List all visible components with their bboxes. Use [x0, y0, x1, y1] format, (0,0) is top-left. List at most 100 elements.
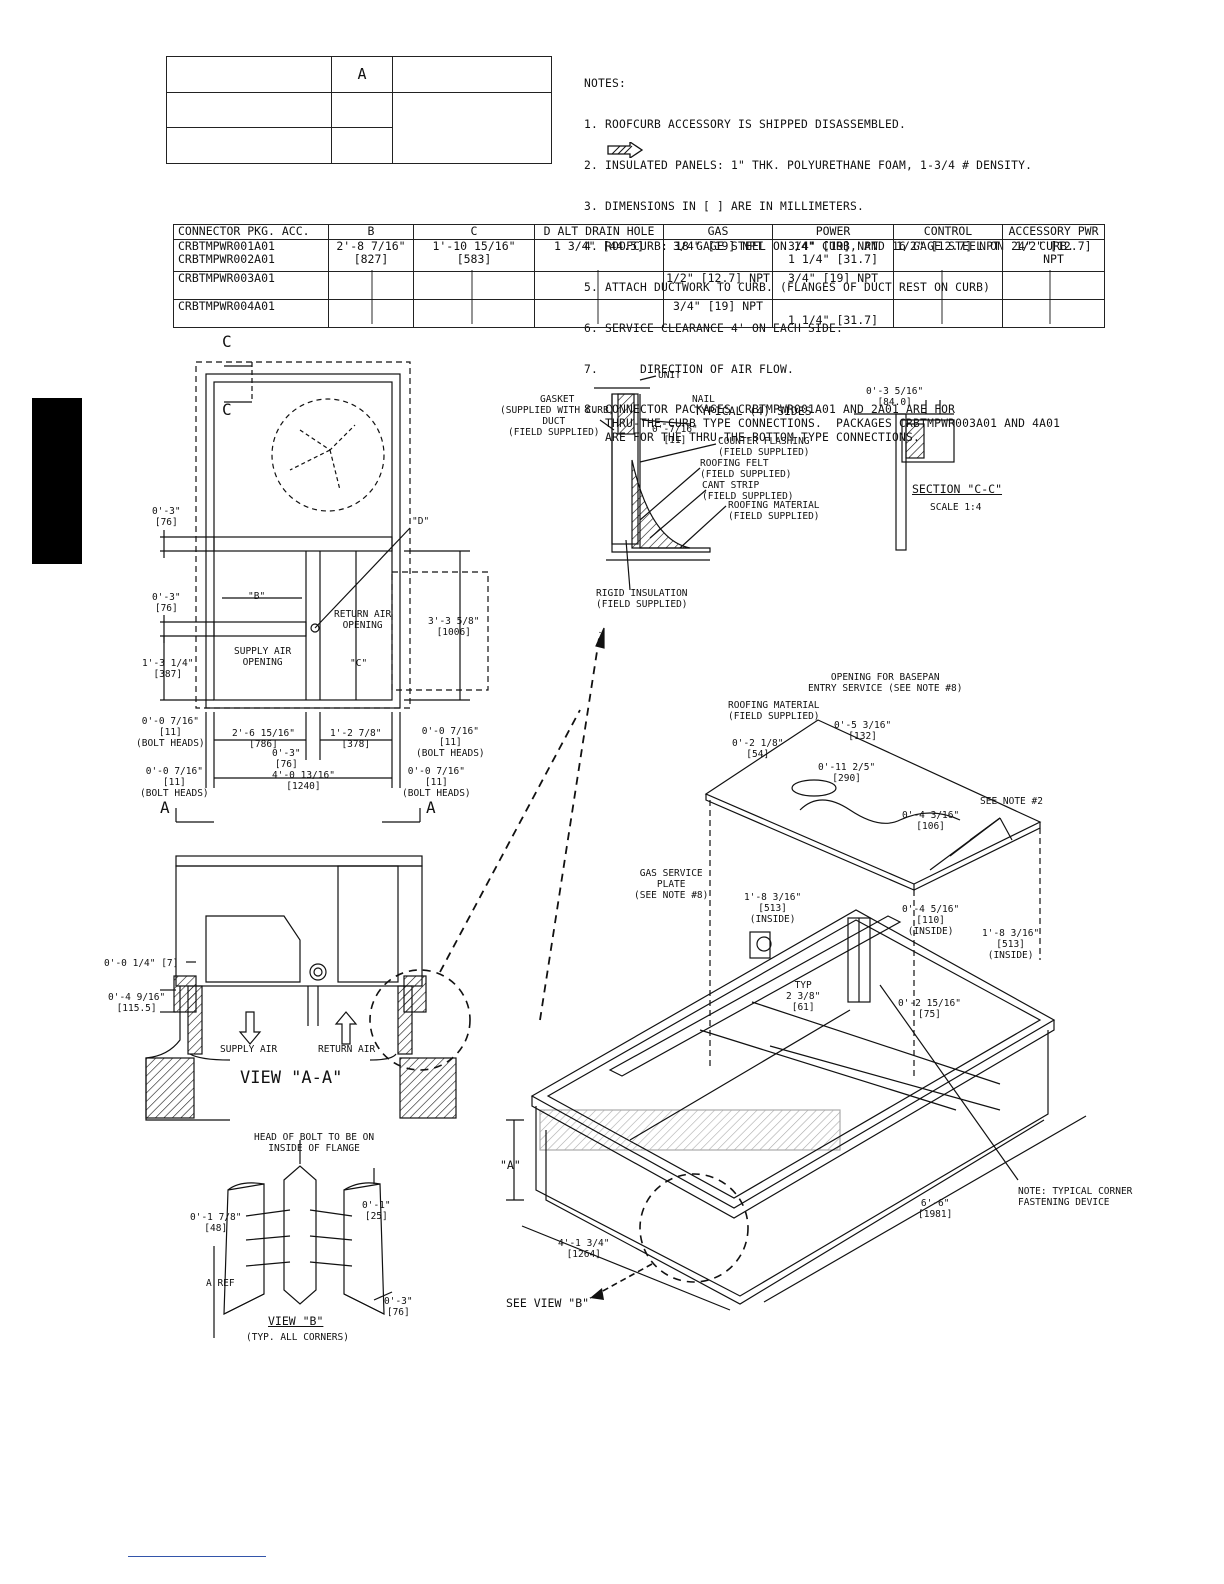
flash-label: GASKET (SUPPLIED WITH CURB) [500, 394, 615, 416]
section-cc-scale: SCALE 1:4 [930, 502, 982, 513]
iso-label: GAS SERVICE PLATE (SEE NOTE #8) [634, 868, 709, 901]
dimension-table: A [166, 56, 552, 165]
flash-label: DUCT (FIELD SUPPLIED) [508, 416, 600, 438]
view-aa-title: VIEW "A-A" [240, 1068, 343, 1088]
flashing-detail [594, 375, 727, 591]
conn-cell: 1 1/4" [31.7] [772, 299, 894, 328]
view-b [213, 1140, 393, 1338]
iso-label: SEE NOTE #2 [980, 796, 1043, 807]
dim-table-cell [392, 91, 552, 165]
note-item: 3. DIMENSIONS IN [ ] ARE IN MILLIMETERS. [584, 199, 865, 213]
conn-cell: 1 3/4" [44.5] [534, 239, 664, 272]
plan-dim: 4'-0 13/16" [1240] [272, 770, 335, 792]
conn-cell: CRBTMPWR003A01 [173, 271, 329, 300]
note-item: 1. ROOFCURB ACCESSORY IS SHIPPED DISASSE… [584, 117, 907, 131]
detail-leader-line [539, 631, 601, 1021]
flash-label: NAIL [692, 394, 715, 405]
flash-label: UNIT [658, 370, 681, 381]
iso-label: ROOFING MATERIAL (FIELD SUPPLIED) [728, 700, 820, 722]
conn-cell [893, 299, 1003, 328]
section-a-left: A [160, 798, 170, 817]
view-b-arrow [590, 1288, 604, 1300]
iso-view [506, 719, 1087, 1311]
iso-label: 6'-6" [1981] [918, 1198, 953, 1220]
dim-table-cell [166, 127, 332, 164]
conn-cell: 1/2" [12.7] NPT [1002, 239, 1105, 272]
note-item: 8. CONNECTOR PACKAGES CRBTMPWR001A01 AND… [584, 403, 1061, 444]
notes-heading: NOTES: [584, 77, 627, 91]
plan-dim: 0'-0 7/16" [11] (BOLT HEADS) [136, 716, 205, 749]
view-aa-dim: 0'-4 9/16" [115.5] [108, 992, 166, 1014]
view-aa-dim: 0'-0 1/4" [7] [104, 958, 179, 969]
conn-cell: 3/4" [19] NPT 1 1/4" [31.7] [772, 239, 894, 272]
view-b-subtitle: (TYP. ALL CORNERS) [246, 1332, 349, 1343]
conn-cell [1002, 271, 1105, 300]
table-arrow-lines [371, 270, 1051, 324]
section-cc-dim: 0'-3 5/16" [84.0] [866, 386, 924, 408]
conn-cell [534, 299, 664, 328]
conn-cell: 1'-10 15/16" [583] [413, 239, 535, 272]
dim-table-cell [166, 91, 332, 129]
plan-dim: 1'-2 7/8" [378] [330, 728, 382, 750]
iso-label: 0'-4 5/16" [110] (INSIDE) [902, 904, 960, 937]
note-item: 7. DIRECTION OF AIR FLOW. [584, 362, 795, 376]
b-label: "B" [248, 591, 266, 602]
section-cc-title: SECTION "C-C" [912, 482, 1003, 496]
iso-label: 4'-1 3/4" [1264] [558, 1238, 610, 1260]
flash-label: RIGID INSULATION (FIELD SUPPLIED) [596, 588, 688, 610]
flash-label: 0'-7/16" [11] [652, 424, 698, 446]
plan-dim: 0'-0 7/16" [11] (BOLT HEADS) [416, 726, 485, 759]
conn-header: CONTROL [893, 224, 1003, 240]
view-b-dim: 0'-1" [25] [362, 1200, 391, 1222]
iso-label: TYP 2 3/8" [61] [786, 980, 821, 1013]
conn-cell: 1/2" [12.7] NPT [893, 239, 1003, 272]
section-cc [854, 400, 955, 551]
plan-dim: 2'-6 15/16" [786] [232, 728, 295, 750]
see-view-b-label: SEE VIEW "B" [506, 1296, 590, 1310]
conn-cell [1002, 299, 1105, 328]
conn-cell [328, 299, 414, 328]
view-aa [145, 855, 471, 1121]
detail-leader-line-2 [439, 709, 581, 973]
flash-label: CANT STRIP (FIELD SUPPLIED) [702, 480, 794, 502]
view-b-dim: 0'-1 7/8" [48] [190, 1212, 242, 1234]
iso-label-a: "A" [500, 1158, 521, 1172]
dim-table-header-cell [166, 56, 332, 93]
view-b-note: HEAD OF BOLT TO BE ON INSIDE OF FLANGE [254, 1132, 375, 1154]
iso-label: 1'-8 3/16" [513] (INSIDE) [744, 892, 802, 925]
section-a-right: A [426, 798, 436, 817]
view-aa-supply: SUPPLY AIR [220, 1044, 278, 1055]
footer-rule [128, 1556, 266, 1557]
flash-label: ROOFING MATERIAL (FIELD SUPPLIED) [728, 500, 820, 522]
conn-cell [328, 271, 414, 300]
c-label: "C" [350, 658, 368, 669]
conn-cell: CRBTMPWR004A01 [173, 299, 329, 328]
flash-label: TYPICAL (4) SIDES [694, 404, 812, 418]
plan-dim: 0'-0 7/16" [11] (BOLT HEADS) [402, 766, 471, 799]
view-b-title: VIEW "B" [268, 1314, 324, 1328]
side-tab-marker [32, 398, 82, 564]
conn-cell: 3/4" [19] NPT [772, 271, 894, 300]
view-aa-return: RETURN AIR [318, 1044, 376, 1055]
iso-label: OPENING FOR BASEPAN ENTRY SERVICE (SEE N… [808, 672, 963, 694]
flash-label: COUNTER FLASHING (FIELD SUPPLIED) [718, 436, 810, 458]
section-c-marker-bottom: C [222, 400, 232, 419]
plan-view [160, 361, 489, 823]
iso-label: 0'-4 3/16" [106] [902, 810, 960, 832]
plan-dim: 3'-3 5/8" [1006] [428, 616, 480, 638]
iso-label: 1'-8 3/16" [513] (INSIDE) [982, 928, 1040, 961]
iso-label: 0'-2 1/8" [54] [732, 738, 784, 760]
plan-dim: 1'-3 1/4" [387] [142, 658, 194, 680]
conn-cell: 3/4" [19] NPT [663, 299, 773, 328]
dim-table-cell [331, 127, 393, 164]
flash-label: ROOFING FELT (FIELD SUPPLIED) [700, 458, 792, 480]
d-label: "D" [412, 516, 430, 527]
plan-dim: 0'-3" [76] [152, 592, 181, 614]
plan-dim: 0'-0 7/16" [11] (BOLT HEADS) [140, 766, 209, 799]
view-b-ref: A REF [206, 1278, 235, 1289]
iso-label: 0'-11 2/5" [290] [818, 762, 876, 784]
note-item: 2. INSULATED PANELS: 1" THK. POLYURETHAN… [584, 158, 1033, 172]
conn-header: ACCESSORY PWR [1002, 224, 1105, 240]
plan-dim: 0'-3" [76] [152, 506, 181, 528]
view-b-dim: 0'-3" [76] [384, 1296, 413, 1318]
